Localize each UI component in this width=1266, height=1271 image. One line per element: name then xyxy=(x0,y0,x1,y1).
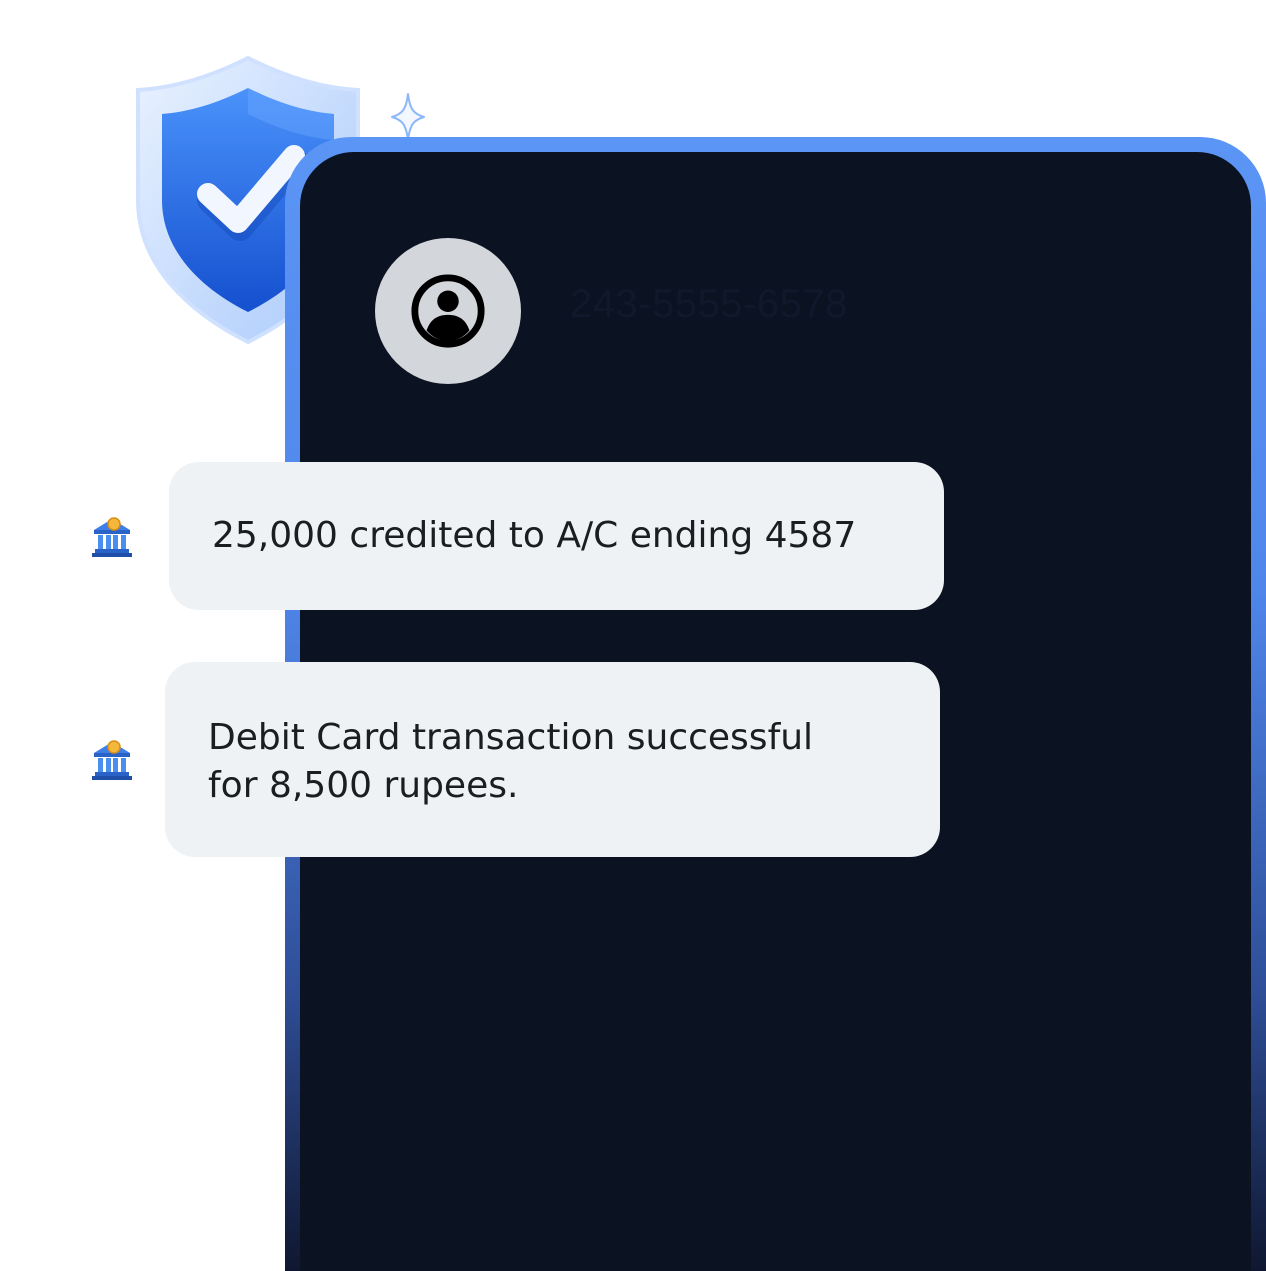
contact-avatar[interactable] xyxy=(375,238,521,384)
message-bubble[interactable]: Debit Card transaction successful for 8,… xyxy=(165,662,940,857)
bank-icon xyxy=(92,740,132,780)
account-circle-icon xyxy=(411,274,485,348)
sparkle-icon xyxy=(391,93,425,141)
message-bubble[interactable]: 25,000 credited to A/C ending 4587 xyxy=(169,462,944,610)
contact-phone-number: 243-5555-6578 xyxy=(570,282,848,326)
message-text-line: for 8,500 rupees. xyxy=(208,765,519,806)
bank-icon xyxy=(92,517,132,557)
message-text-line: Debit Card transaction successful xyxy=(208,717,814,758)
message-text: 25,000 credited to A/C ending 4587 xyxy=(212,515,857,556)
